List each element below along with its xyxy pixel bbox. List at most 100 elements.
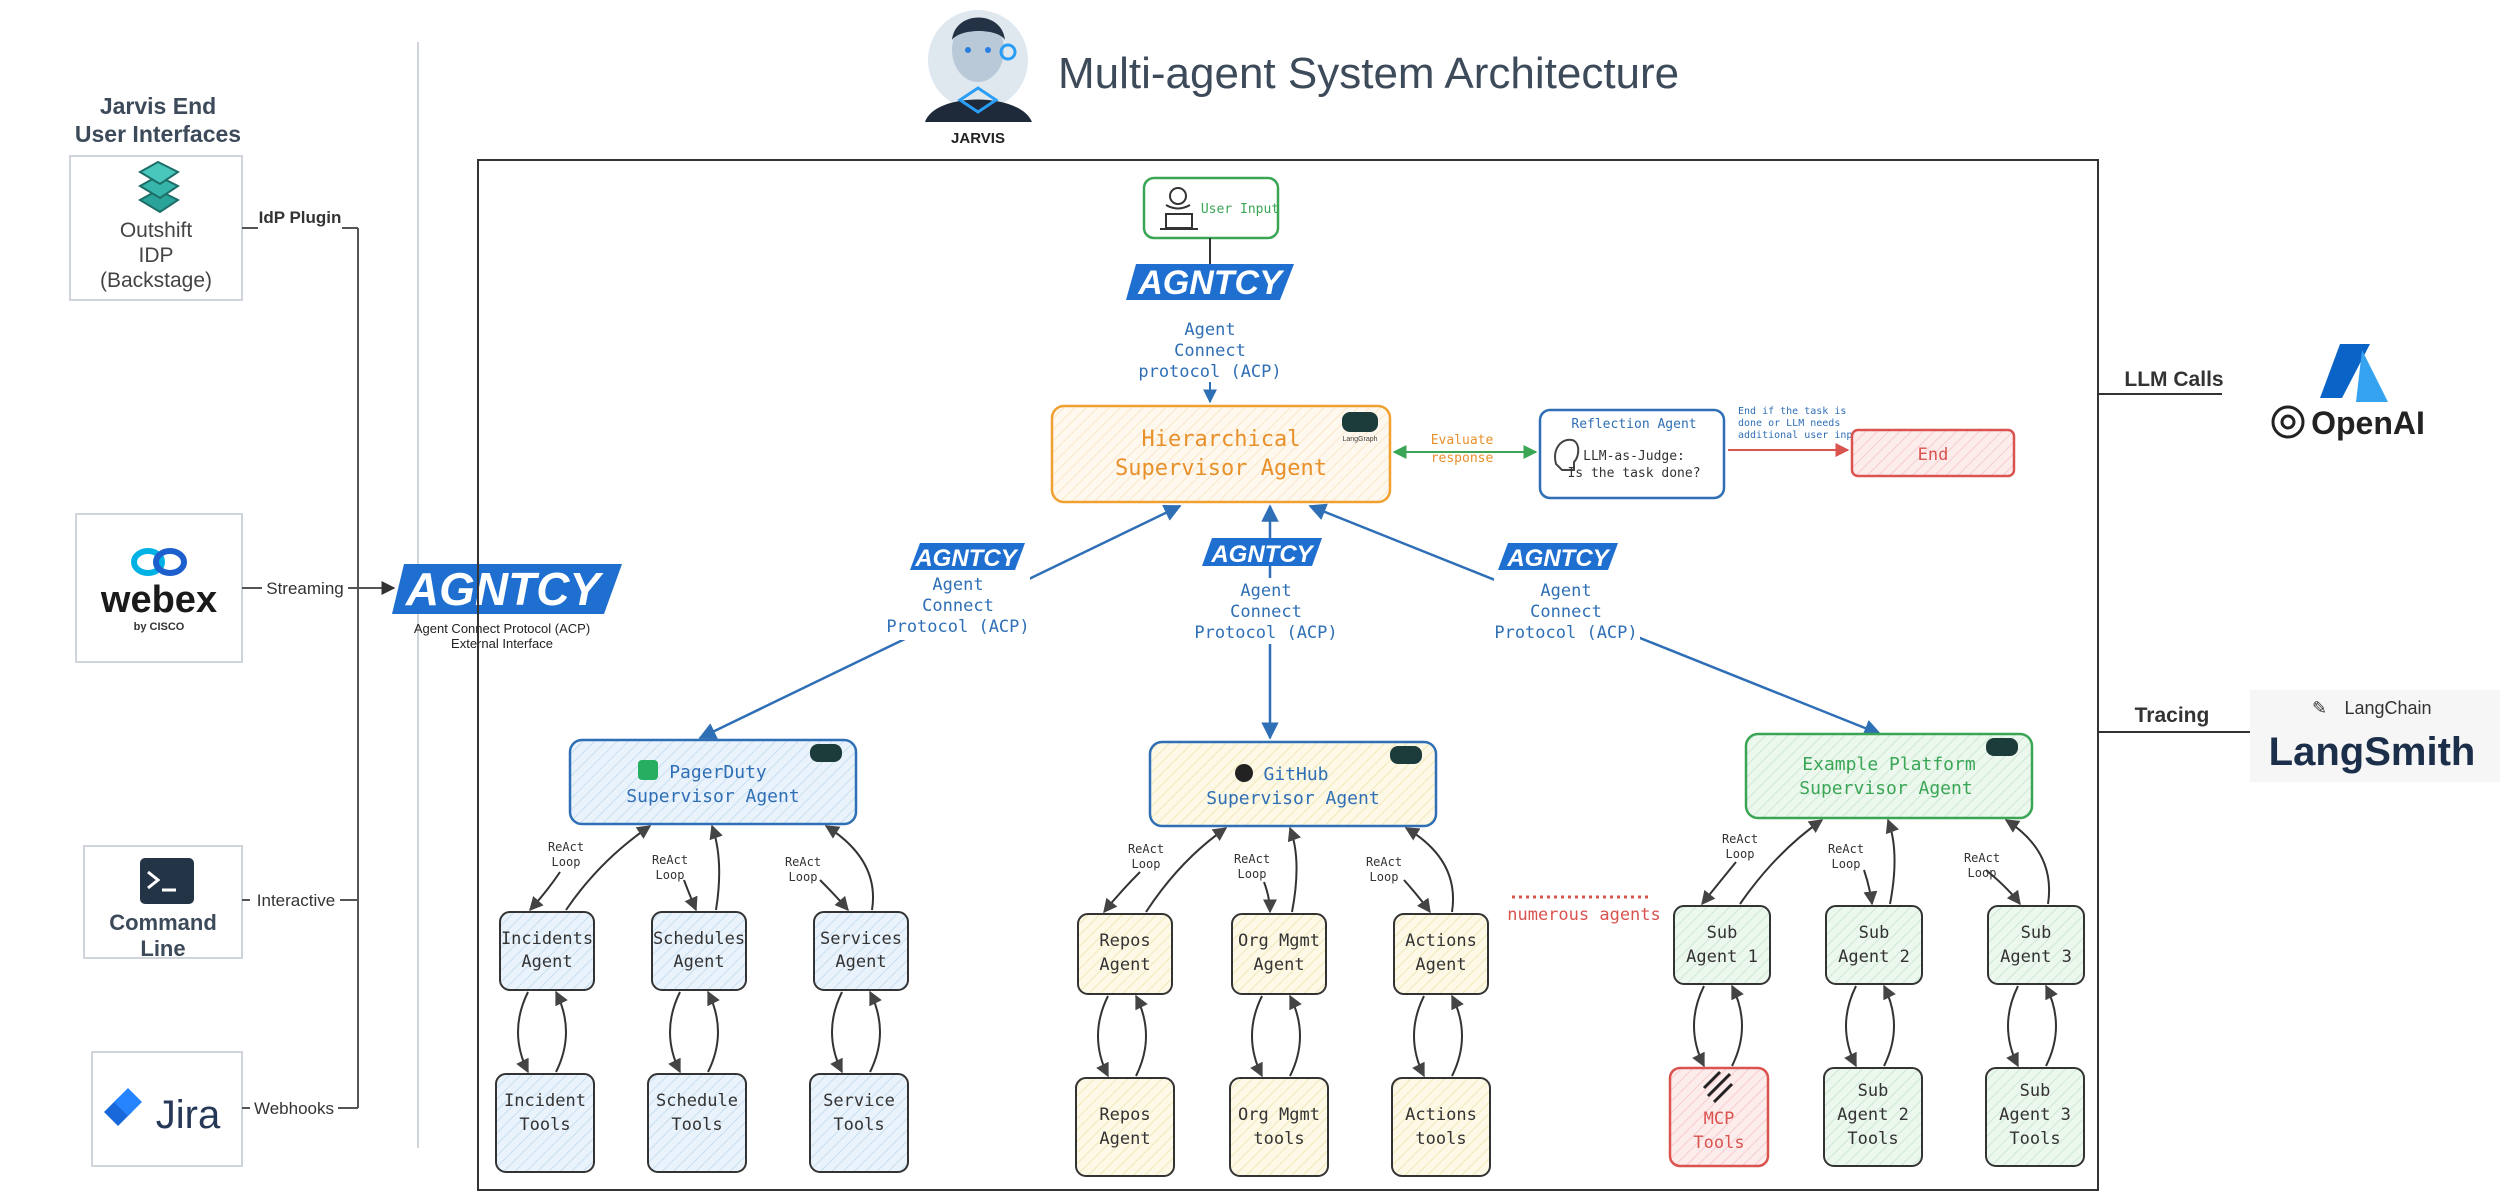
pagerduty-icon [638, 760, 658, 780]
tool-label-line3: Tools [2009, 1129, 2060, 1149]
acp-right-line1: Agent [1540, 581, 1591, 601]
example-tools-sub3[interactable]: Sub Agent 3 Tools [1985, 1067, 2085, 1167]
pagerduty-tools-service[interactable]: Service Tools [809, 1073, 909, 1173]
external-logo-text: AGNTCY [405, 563, 605, 615]
openai-icon [2271, 405, 2305, 439]
acp-right-line2: Connect [1530, 602, 1602, 622]
tool-label-line2: tools [1253, 1129, 1304, 1149]
react-label: ReAct [548, 840, 584, 854]
langgraph-badge-icon [1986, 738, 2018, 756]
github-supervisor-line2: Supervisor Agent [1206, 788, 1379, 809]
example-tools-mcp[interactable]: MCP Tools [1668, 1066, 1770, 1168]
webex-sub: by CISCO [134, 621, 185, 633]
interface-connectors [242, 227, 396, 1109]
react-label: Loop [552, 855, 581, 869]
end-user-interfaces: Jarvis End User Interfaces Outshift IDP … [69, 93, 396, 1167]
agent-tool-links [516, 984, 2058, 1078]
pagerduty-supervisor-node[interactable]: PagerDuty Supervisor Agent [568, 738, 858, 826]
langgraph-badge-icon [1342, 412, 1378, 432]
pagerduty-tools-incident[interactable]: Incident Tools [495, 1073, 595, 1173]
tool-label-line2: Tools [519, 1115, 570, 1135]
tool-label-line1: Org Mgmt [1238, 1105, 1320, 1125]
github-supervisor-node[interactable]: GitHub Supervisor Agent [1148, 740, 1438, 828]
acp-link-left: AGNTCY Agent Connect Protocol (ACP) [698, 504, 1182, 740]
react-label: Loop [1370, 870, 1399, 884]
react-loop-labels: ReAct Loop ReAct Loop ReAct Loop ReAct L… [548, 832, 2000, 884]
reflection-note-line2: done or LLM needs [1738, 418, 1840, 429]
mcp-icon [1702, 1070, 1734, 1104]
tool-label-line1: Incident [504, 1091, 586, 1111]
langchain-parrot-icon: ✎ [2312, 698, 2327, 719]
langsmith-panel [2250, 690, 2500, 782]
agent-label-line2: Agent 2 [1838, 947, 1910, 967]
reflection-agent-node[interactable]: Reflection Agent LLM-as-Judge: Is the ta… [1538, 408, 1726, 500]
pagerduty-group: PagerDuty Supervisor Agent Incidents Age… [495, 738, 909, 1173]
example-agent-sub3[interactable]: Sub Agent 3 [1987, 905, 2085, 985]
tool-label-line1: Schedule [656, 1091, 738, 1111]
hierarchical-supervisor-node[interactable]: Hierarchical Supervisor Agent LangGraph [1050, 404, 1392, 504]
backstage-icon [138, 160, 180, 214]
agntcy-logo-top [1126, 264, 1294, 300]
react-label: ReAct [1234, 852, 1270, 866]
example-platform-supervisor-node[interactable]: Example Platform Supervisor Agent [1744, 732, 2034, 820]
system-frame [477, 159, 2099, 1191]
acp-left-line3: Protocol (ACP) [886, 617, 1029, 637]
jira-connector-label: Webhooks [254, 1099, 334, 1118]
pagerduty-agent-services[interactable]: Services Agent [813, 911, 909, 991]
tool-label-line2: Agent 2 [1837, 1105, 1909, 1125]
supervisor-line1: Hierarchical [1142, 427, 1301, 452]
reflection-note-line1: End if the task is [1738, 406, 1846, 417]
interfaces-heading-line1: Jarvis End [100, 93, 216, 119]
numerous-agents-label: numerous agents [1507, 905, 1661, 925]
github-tools-actions[interactable]: Actions tools [1391, 1077, 1491, 1177]
tool-label-line1: Sub [2020, 1081, 2051, 1101]
github-agent-actions[interactable]: Actions Agent [1393, 913, 1489, 995]
example-agent-sub2[interactable]: Sub Agent 2 [1825, 905, 1923, 985]
reflection-title: Reflection Agent [1571, 417, 1696, 432]
react-label: ReAct [1828, 842, 1864, 856]
evaluate-line1: Evaluate [1431, 433, 1494, 448]
agent-label-line1: Schedules [653, 929, 745, 949]
acp-center-logo: AGNTCY [1210, 541, 1314, 568]
tracing-label: Tracing [2135, 704, 2210, 727]
tool-label-line3: Tools [1847, 1129, 1898, 1149]
cli-connector-label: Interactive [257, 891, 335, 910]
example-agent-sub1[interactable]: Sub Agent 1 [1673, 905, 1771, 985]
azure-icon [2320, 344, 2388, 402]
tool-label-line2: Tools [833, 1115, 884, 1135]
user-input-node[interactable]: User Input [1142, 176, 1280, 240]
langgraph-badge-icon [1390, 746, 1422, 764]
end-node[interactable]: End [1850, 428, 2016, 478]
github-icon [1235, 764, 1253, 782]
agent-label-line1: Actions [1405, 931, 1477, 951]
right-integrations: LLM Calls OpenAI Tracing ✎ LangChain Lan… [2098, 344, 2500, 782]
react-label: Loop [1832, 857, 1861, 871]
idp-line2: IDP [138, 244, 173, 267]
pagerduty-supervisor-line1: PagerDuty [669, 762, 767, 783]
github-agent-org-mgmt[interactable]: Org Mgmt Agent [1231, 913, 1327, 995]
react-label: Loop [1726, 847, 1755, 861]
acp-link-right: AGNTCY Agent Connect Protocol (ACP) [1308, 503, 1882, 737]
agent-label-line1: Sub [1859, 923, 1890, 943]
github-agent-repos[interactable]: Repos Agent [1077, 913, 1173, 995]
webex-icon [131, 548, 187, 576]
github-tools-repos[interactable]: Repos Agent [1075, 1077, 1175, 1177]
example-tools-sub2[interactable]: Sub Agent 2 Tools [1823, 1067, 1923, 1167]
github-tools-org-mgmt[interactable]: Org Mgmt tools [1229, 1077, 1329, 1177]
agent-label-line2: Agent [673, 952, 724, 972]
pagerduty-agent-schedules[interactable]: Schedules Agent [651, 911, 747, 991]
jira-icon [104, 1088, 142, 1126]
agent-label-line2: Agent [835, 952, 886, 972]
user-input-label: User Input [1201, 202, 1279, 217]
github-group: GitHub Supervisor Agent Repos Agent Org … [1075, 740, 1491, 1177]
page-title: Multi-agent System Architecture [1058, 49, 1679, 98]
tool-label-line2: Agent 3 [1999, 1105, 2071, 1125]
webex-connector-label: Streaming [266, 579, 343, 598]
idp-line3: (Backstage) [100, 269, 212, 292]
pagerduty-tools-schedule[interactable]: Schedule Tools [647, 1073, 747, 1173]
langsmith-label: LangSmith [2269, 730, 2476, 774]
pagerduty-agent-incidents[interactable]: Incidents Agent [499, 911, 595, 991]
tool-label-line2: Tools [1693, 1133, 1744, 1153]
tool-label-line1: Repos [1099, 1105, 1150, 1125]
idp-connector-label: IdP Plugin [259, 208, 342, 227]
